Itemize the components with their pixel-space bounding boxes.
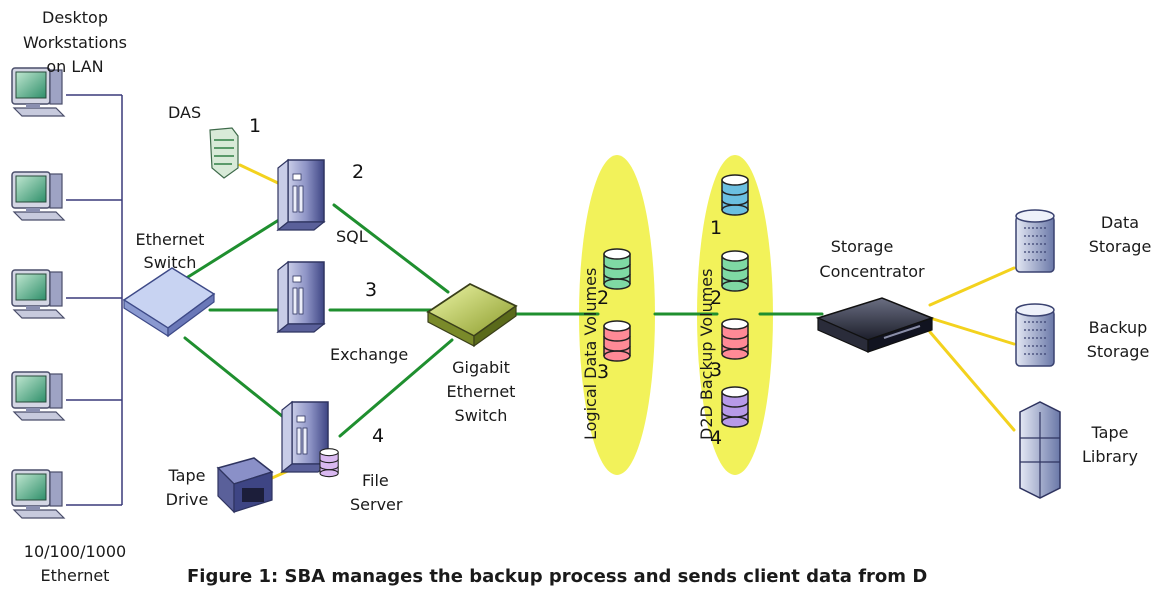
workstation-4-icon — [11, 371, 65, 421]
das-label: DAS — [168, 103, 201, 122]
ethernet-switch-label-2: Switch — [144, 253, 197, 272]
d2d-volume-2-number: 2 — [710, 287, 722, 309]
ethernet-switch-label-1: Ethernet — [136, 230, 205, 249]
lan-bus — [66, 94, 123, 506]
gigabit-switch-label-2: Ethernet — [447, 382, 516, 401]
d2d-volume-4-number: 4 — [710, 427, 722, 449]
exchange-server-icon — [277, 261, 325, 333]
logical-volume-3-number: 3 — [597, 361, 609, 383]
file-server-number: 4 — [372, 425, 384, 447]
das-storage-icon — [209, 127, 239, 179]
tape-library-label-1: Tape — [1091, 423, 1129, 442]
logical-volumes-highlight — [579, 155, 655, 475]
backup-storage-label-2: Storage — [1087, 342, 1150, 361]
tape-drive-label-1: Tape — [168, 466, 206, 485]
tape-drive-icon — [216, 457, 274, 514]
ethernet-switch-icon — [122, 267, 216, 338]
d2d-volumes-label: D2D Backup Volumes — [697, 269, 716, 440]
data-storage-label-1: Data — [1101, 213, 1139, 232]
desktop-label-1: Desktop — [42, 8, 108, 27]
desktop-label-3: on LAN — [46, 57, 103, 76]
backup-storage-label-1: Backup — [1089, 318, 1148, 337]
d2d-volume-4-icon — [721, 386, 749, 428]
workstation-2-icon — [11, 171, 65, 221]
storage-concentrator-label-1: Storage — [831, 237, 894, 256]
d2d-volume-1-icon — [721, 174, 749, 216]
gigabit-switch-label-3: Switch — [455, 406, 508, 425]
logical-volume-3-icon — [603, 320, 631, 362]
figure-caption: Figure 1: SBA manages the backup process… — [187, 566, 927, 587]
d2d-volume-2-icon — [721, 250, 749, 292]
workstation-3-icon — [11, 269, 65, 319]
ethernet-links — [178, 203, 824, 438]
file-server-volume-icon — [319, 448, 339, 478]
logical-volume-2-icon — [603, 248, 631, 290]
sql-number: 2 — [352, 161, 364, 183]
tape-library-label-2: Library — [1082, 447, 1138, 466]
file-server-label-2: Server — [350, 495, 403, 514]
tape-drive-label-2: Drive — [166, 490, 209, 509]
d2d-volumes-highlight — [697, 155, 773, 475]
tape-library-icon — [1019, 401, 1061, 499]
storage-concentrator-label-2: Concentrator — [819, 262, 925, 281]
workstation-5-icon — [11, 469, 65, 519]
d2d-volume-1-number: 1 — [710, 217, 722, 239]
ethernet-speed-label-1: 10/100/1000 — [24, 542, 126, 561]
exchange-number: 3 — [365, 279, 377, 301]
exchange-label: Exchange — [330, 345, 408, 364]
d2d-volume-3-number: 3 — [710, 359, 722, 381]
backup-storage-icon — [1015, 303, 1055, 367]
desktop-label-2: Workstations — [23, 33, 127, 52]
sql-label: SQL — [336, 227, 368, 246]
das-number: 1 — [249, 115, 261, 137]
storage-concentrator-icon — [815, 297, 935, 353]
sql-server-icon — [277, 159, 325, 231]
logical-volume-2-number: 2 — [597, 287, 609, 309]
data-storage-label-2: Storage — [1089, 237, 1152, 256]
ethernet-speed-label-2: Ethernet — [41, 566, 110, 585]
file-server-label-1: File — [362, 471, 389, 490]
gigabit-switch-label-1: Gigabit — [452, 358, 510, 377]
data-storage-icon — [1015, 209, 1055, 273]
gigabit-switch-icon — [426, 282, 518, 348]
logical-volumes-label: Logical Data Volumes — [581, 268, 600, 440]
d2d-volume-3-icon — [721, 318, 749, 360]
